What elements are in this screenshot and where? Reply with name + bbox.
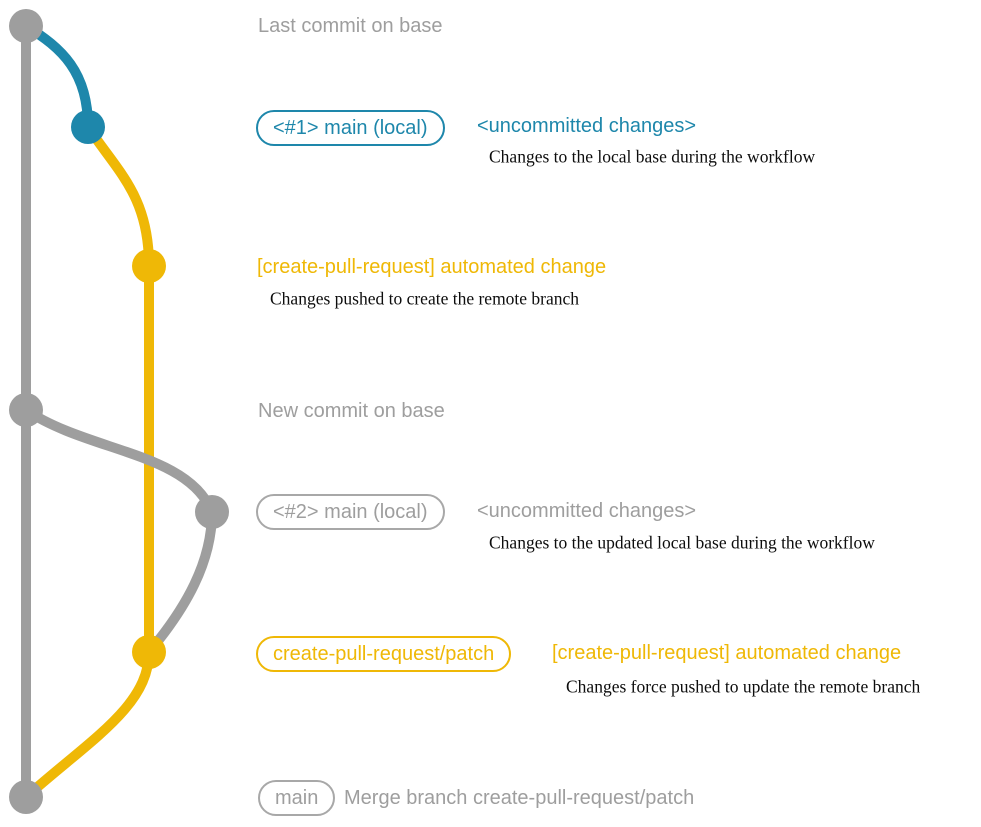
commit-label-automated-change-1: [create-pull-request] automated change: [257, 256, 607, 278]
annotation-last-commit-on-base: Last commit on base: [258, 15, 443, 37]
branch-badge-main: main: [258, 780, 336, 816]
commit-label-merge-branch: Merge branch create-pull-request/patch: [344, 787, 695, 809]
commit-dot-new-base: [9, 393, 43, 427]
commit-dot-automated-1: [132, 249, 166, 283]
branch-badge-patch-label: create-pull-request/patch: [273, 642, 495, 665]
branch-badge-patch: create-pull-request/patch: [256, 636, 512, 672]
commit-label-automated-change-2: [create-pull-request] automated change: [552, 642, 902, 664]
commit-dot-main-local-2: [195, 495, 229, 529]
commit-dot-automated-2: [132, 635, 166, 669]
branch-line-patch-merge-to-main: [22, 651, 154, 801]
branch-line-main-local-1: [23, 21, 93, 128]
commit-dot-last-base: [9, 9, 43, 43]
caption-local-base-changes-1: Changes to the local base during the wor…: [489, 146, 816, 167]
branch-badge-main-local-2-label: <#2> main (local): [273, 500, 428, 523]
caption-pushed-to-create: Changes pushed to create the remote bran…: [270, 288, 580, 309]
branch-line-main-local-2-out: [23, 405, 217, 515]
branch-line-main-local-2-merge: [145, 511, 217, 656]
commit-dot-main-local-1: [71, 110, 105, 144]
commit-label-uncommitted-changes-2: <uncommitted changes>: [477, 500, 697, 522]
branch-badge-main-local-1-label: <#1> main (local): [273, 116, 428, 139]
branch-badge-main-label: main: [275, 786, 319, 809]
caption-force-pushed-to-update: Changes force pushed to update the remot…: [566, 676, 921, 697]
commit-dot-merge: [9, 780, 43, 814]
annotation-new-commit-on-base: New commit on base: [258, 400, 445, 422]
caption-updated-local-base-changes: Changes to the updated local base during…: [489, 532, 875, 553]
branch-badge-main-local-2: <#2> main (local): [256, 494, 445, 530]
branch-line-patch-upper: [83, 124, 154, 267]
branch-badge-main-local-1: <#1> main (local): [256, 110, 445, 146]
commit-label-uncommitted-changes-1: <uncommitted changes>: [477, 115, 697, 137]
